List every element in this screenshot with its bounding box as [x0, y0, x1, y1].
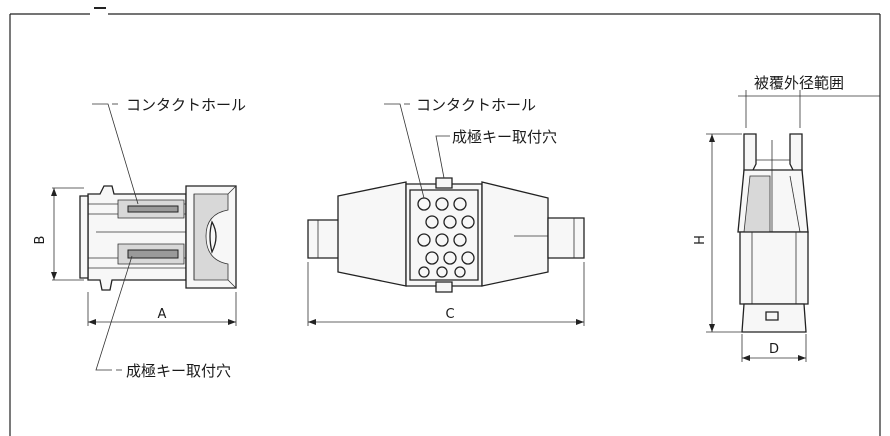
dim-h-label: H [693, 235, 708, 245]
right-dim-d: D [741, 334, 807, 362]
left-dim-b: B [33, 187, 84, 281]
left-dim-a: A [87, 292, 237, 326]
left-callout-polarizing-key: 成極キー取付穴 [95, 255, 231, 380]
dim-b-label: B [33, 236, 48, 245]
cable-od-range-label: 被覆外径範囲 [754, 74, 844, 92]
contact-hole-grid [417, 197, 475, 278]
middle-polarizing-key-label: 成極キー取付穴 [452, 128, 557, 146]
left-contact-hole-label: コンタクトホール [126, 96, 246, 114]
middle-view-connector [307, 177, 585, 293]
middle-contact-hole-label: コンタクトホール [416, 96, 536, 114]
middle-callout-polarizing-key: 成極キー取付穴 [435, 128, 557, 179]
right-callout-cable-od-range: 被覆外径範囲 [738, 74, 880, 128]
right-dim-h: H [693, 133, 742, 333]
dim-a-label: A [158, 307, 167, 322]
dim-c-label: C [445, 307, 454, 322]
left-callout-contact-hole: コンタクトホール [92, 96, 246, 205]
left-view-connector [79, 185, 237, 291]
middle-callout-contact-hole: コンタクトホール [384, 96, 536, 199]
drawing-frame [9, 7, 881, 436]
right-view-connector [737, 133, 809, 333]
dim-d-label: D [769, 342, 779, 357]
middle-dim-c: C [307, 262, 585, 326]
left-polarizing-key-label: 成極キー取付穴 [126, 362, 231, 380]
